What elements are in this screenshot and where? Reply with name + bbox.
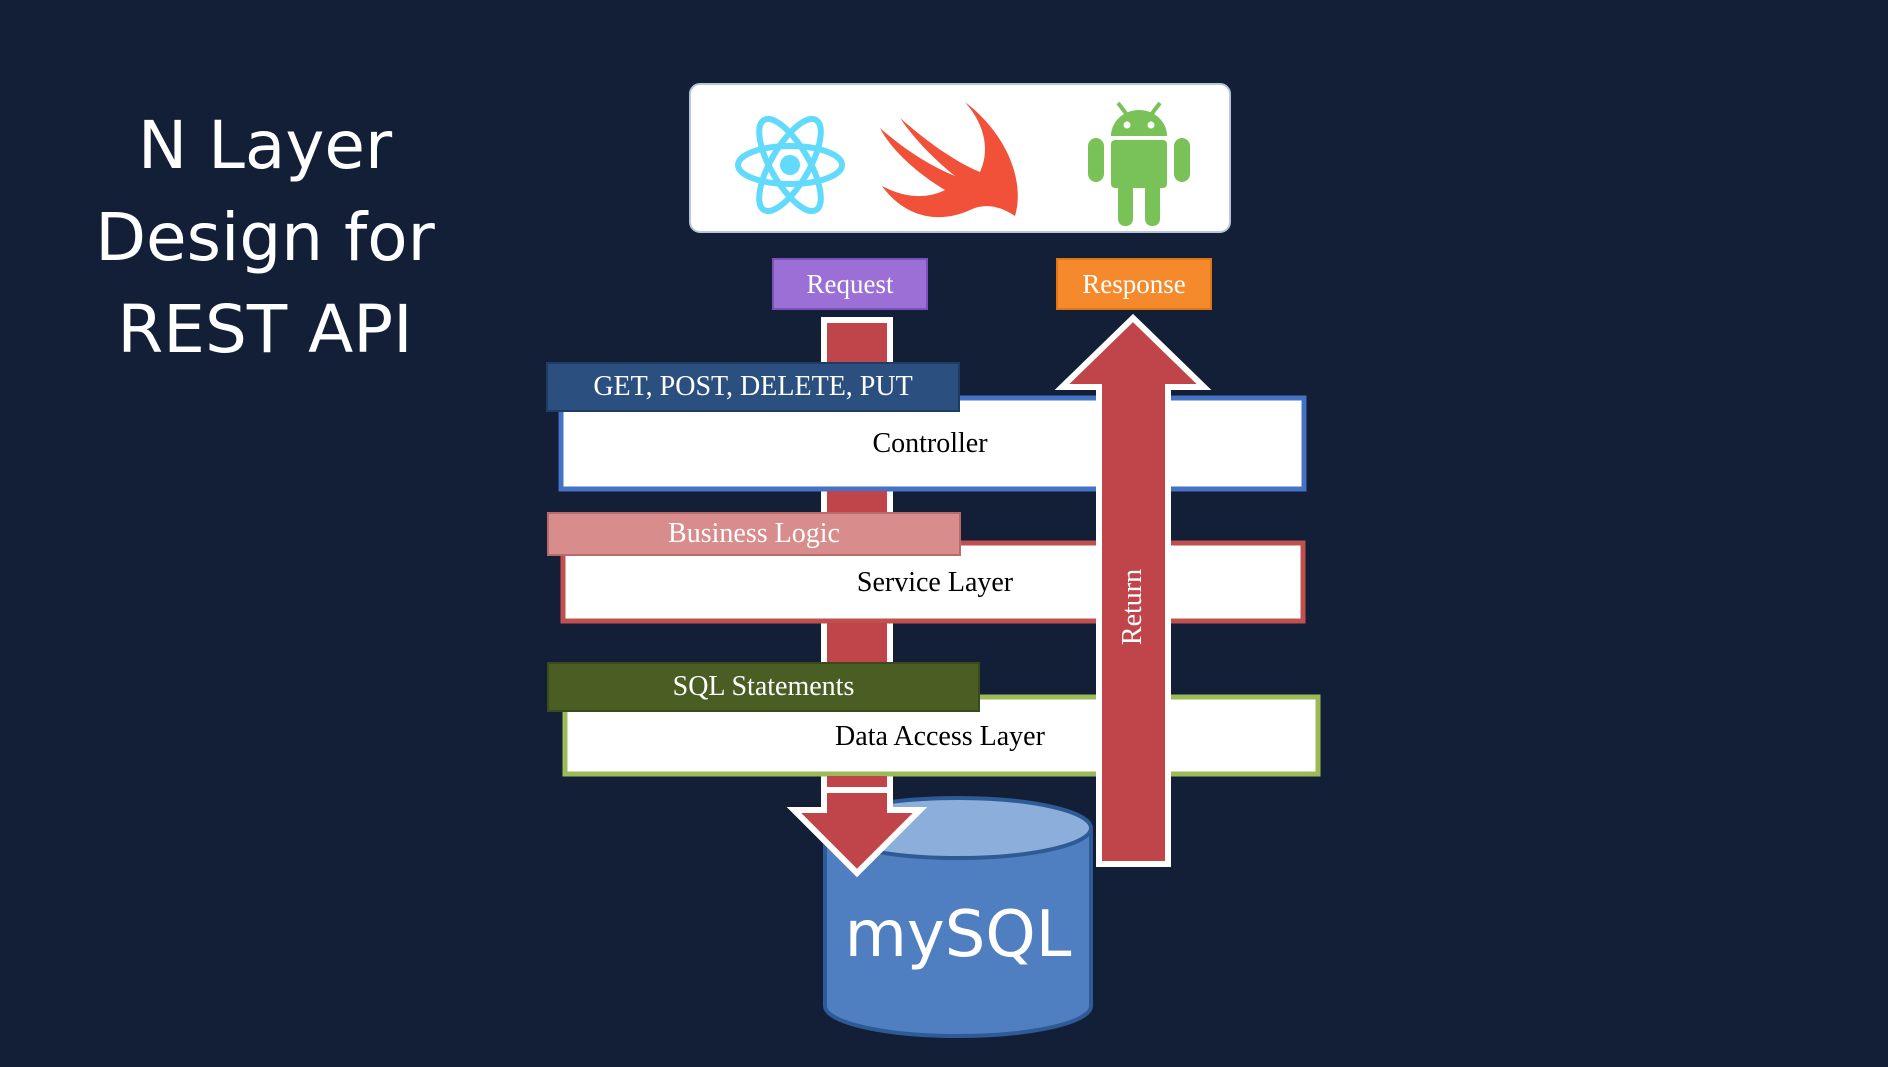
http-methods-label: GET, POST, DELETE, PUT <box>593 371 913 402</box>
react-icon <box>735 115 845 215</box>
response-label: Response <box>1082 268 1186 299</box>
request-arrow-segment-1 <box>827 491 887 513</box>
response-tag: Response <box>1056 258 1212 310</box>
sql-statements-tag: SQL Statements <box>547 662 980 712</box>
title-line-1: N Layer <box>137 107 393 184</box>
android-icon <box>1088 101 1190 226</box>
database-label: mySQL <box>844 898 1072 972</box>
service-layer-label: Service Layer <box>856 567 1014 598</box>
clients-box <box>689 83 1231 233</box>
mysql-database <box>823 796 1093 1038</box>
swift-icon <box>880 102 1018 218</box>
business-logic-tag: Business Logic <box>547 512 961 556</box>
request-arrow-segment-2 <box>827 623 887 663</box>
data-access-layer-label: Data Access Layer <box>835 721 1045 752</box>
page-title: N Layer Design for REST API <box>60 100 470 376</box>
sql-statements-label: SQL Statements <box>672 671 855 702</box>
business-logic-label: Business Logic <box>668 518 840 549</box>
controller-label: Controller <box>872 428 988 459</box>
title-line-3: REST API <box>117 291 413 368</box>
request-tag: Request <box>772 258 928 310</box>
http-methods-tag: GET, POST, DELETE, PUT <box>546 362 960 412</box>
return-label: Return <box>1117 568 1148 646</box>
request-arrow-head <box>786 787 928 878</box>
title-line-2: Design for <box>95 199 435 276</box>
request-label: Request <box>806 268 894 299</box>
return-arrow <box>1054 313 1212 867</box>
